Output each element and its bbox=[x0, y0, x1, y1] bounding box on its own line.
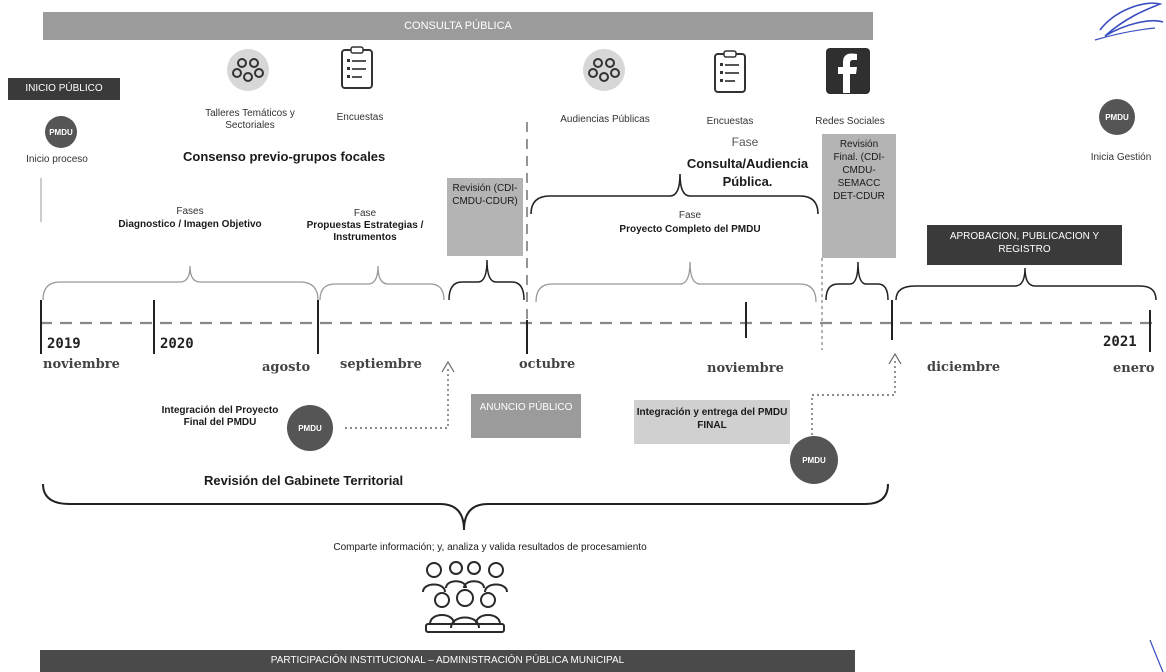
facebook-icon bbox=[826, 48, 870, 94]
talleres-label: Talleres Temáticos y Sectoriales bbox=[205, 108, 295, 131]
survey-icon-2 bbox=[714, 50, 746, 93]
pmdu-circle-gestion: PMDU bbox=[1099, 99, 1135, 135]
fase-prop-word: Fase bbox=[353, 208, 377, 219]
consulta-publica-band: CONSULTA PÚBLICA bbox=[43, 12, 873, 40]
comparte-label: Comparte información; y, analiza y valid… bbox=[333, 542, 647, 553]
month-agosto: agosto bbox=[262, 360, 311, 375]
revision-box-1: Revisión (CDI-CMDU-CDUR) bbox=[447, 178, 523, 256]
aprobacion-box: APROBACION, PUBLICACION Y REGISTRO bbox=[927, 225, 1122, 265]
revision-final-box: Revisión Final. (CDI-CMDU-SEMACC DET-CDU… bbox=[822, 134, 896, 258]
workshop-icon bbox=[227, 49, 269, 91]
month-enero: enero bbox=[1113, 361, 1155, 376]
month-octubre: octubre bbox=[519, 357, 576, 372]
year-2019: 2019 bbox=[47, 336, 81, 352]
month-noviembre-2020: noviembre bbox=[707, 361, 784, 376]
consenso-label: Consenso previo-grupos focales bbox=[183, 149, 386, 164]
month-noviembre-2019: noviembre bbox=[43, 357, 120, 372]
survey-icon bbox=[341, 46, 373, 89]
inicio-publico-box: INICIO PÚBLICO bbox=[8, 78, 120, 100]
anuncio-publico-box: ANUNCIO PÚBLICO bbox=[471, 394, 581, 438]
year-2021: 2021 bbox=[1103, 334, 1137, 350]
fase-proy-word: Fase bbox=[678, 210, 702, 221]
revision-gabinete-label: Revisión del Gabinete Territorial bbox=[204, 473, 404, 488]
month-septiembre: septiembre bbox=[340, 357, 422, 372]
fase-proy-title: Proyecto Completo del PMDU bbox=[619, 224, 761, 235]
inicia-gestion-label: Inicia Gestión bbox=[1090, 152, 1152, 163]
encuestas-label-1: Encuestas bbox=[336, 112, 384, 123]
fase-consulta-title: Consulta/Audiencia Pública. bbox=[686, 156, 809, 189]
redes-label: Redes Sociales bbox=[815, 116, 885, 127]
signature-mark bbox=[1094, 2, 1164, 41]
pmdu-circle-integracion-2: PMDU bbox=[790, 436, 838, 484]
fases-diag-title: Diagnostico / Imagen Objetivo bbox=[118, 219, 262, 230]
pmdu-circle-integracion-1: PMDU bbox=[287, 405, 333, 451]
month-diciembre: diciembre bbox=[927, 360, 1001, 375]
group-people-icon bbox=[422, 561, 508, 633]
fase-consulta-word: Fase bbox=[731, 135, 759, 149]
fases-diag-word: Fases bbox=[176, 206, 204, 217]
participacion-band: PARTICIPACIÓN INSTITUCIONAL – ADMINISTRA… bbox=[40, 650, 855, 672]
audiencias-label: Audiencias Públicas bbox=[560, 114, 650, 125]
integracion-1-label: Integración del Proyecto Final del PMDU bbox=[161, 405, 279, 428]
audience-icon bbox=[583, 49, 625, 91]
pmdu-circle-start: PMDU bbox=[45, 116, 77, 148]
fase-prop-title: Propuestas Estrategias / Instrumentos bbox=[306, 220, 424, 243]
integracion-2-box: Integración y entrega del PMDU FINAL bbox=[634, 400, 790, 444]
year-2020: 2020 bbox=[160, 336, 194, 352]
inicio-proceso-label: Inicio proceso bbox=[26, 154, 88, 165]
encuestas-label-2: Encuestas bbox=[706, 116, 754, 127]
